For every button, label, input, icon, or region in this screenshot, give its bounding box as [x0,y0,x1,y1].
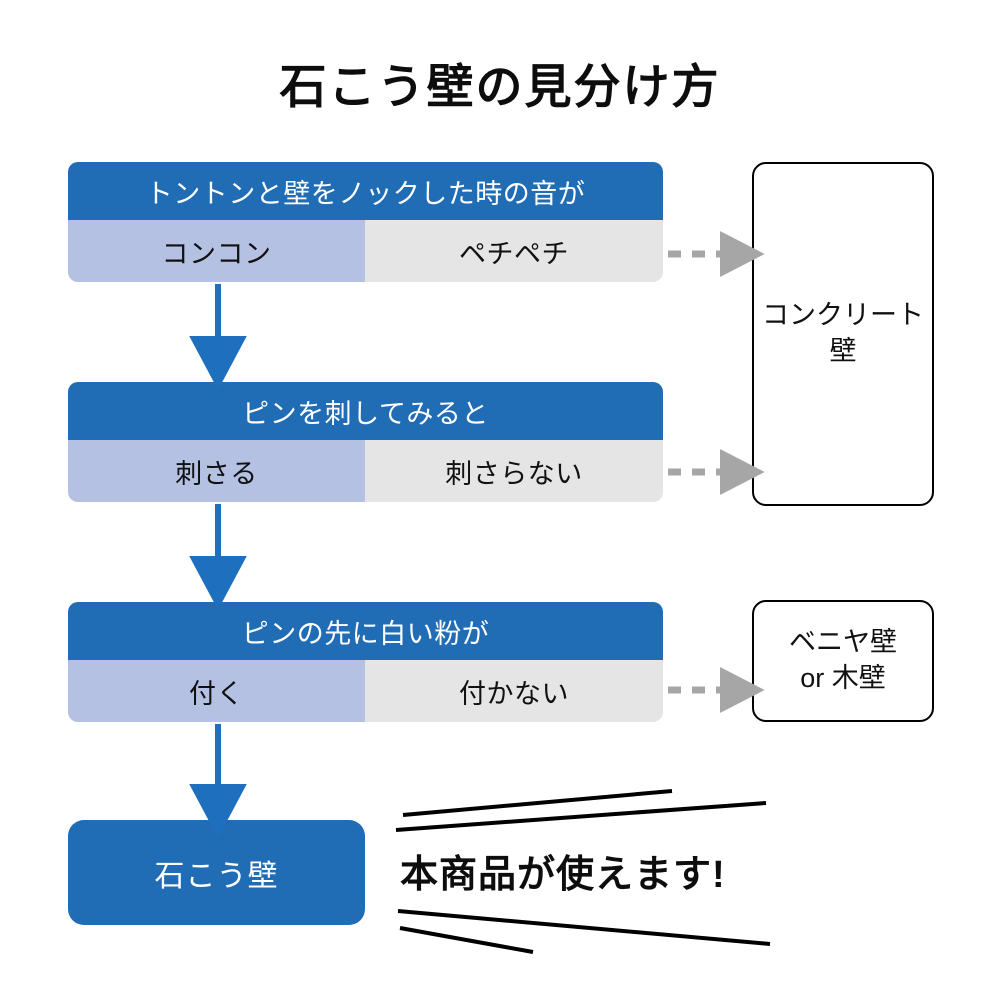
step-2-option-yes[interactable]: 刺さる [68,440,365,502]
emphasis-line-bottom-1 [397,909,771,946]
step-2-options: 刺さる 刺さらない [68,440,663,502]
step-2-header: ピンを刺してみると [68,382,663,440]
step-3-option-no[interactable]: 付かない [365,660,663,722]
outcome-concrete-line1: コンクリート [762,300,924,331]
result-gypsum-wall: 石こう壁 [68,820,365,925]
outcome-plywood-line1: ベニヤ壁 [789,627,897,658]
step-3-header: ピンの先に白い粉が [68,602,663,660]
outcome-plywood-line2: or 木壁 [800,663,886,693]
promo-text: 本商品が使えます! [400,854,726,896]
emphasis-line-bottom-2 [399,926,534,954]
outcome-concrete-line2: 壁 [829,336,857,366]
decision-step-1: トントンと壁をノックした時の音が コンコン ペチペチ [68,162,663,282]
page-title: 石こう壁の見分け方 [279,60,721,113]
step-1-option-no[interactable]: ペチペチ [365,220,663,282]
emphasis-line-top-1 [402,789,673,817]
outcome-plywood-wall: ベニヤ壁 or 木壁 [752,600,934,722]
step-1-option-yes[interactable]: コンコン [68,220,365,282]
step-2-option-no[interactable]: 刺さらない [365,440,663,502]
decision-step-2: ピンを刺してみると 刺さる 刺さらない [68,382,663,502]
step-1-options: コンコン ペチペチ [68,220,663,282]
emphasis-line-top-2 [395,801,767,832]
step-3-options: 付く 付かない [68,660,663,722]
outcome-concrete-wall: コンクリート 壁 [752,162,934,506]
result-label: 石こう壁 [154,859,279,893]
step-3-option-yes[interactable]: 付く [68,660,365,722]
step-1-header: トントンと壁をノックした時の音が [68,162,663,220]
decision-step-3: ピンの先に白い粉が 付く 付かない [68,602,663,722]
